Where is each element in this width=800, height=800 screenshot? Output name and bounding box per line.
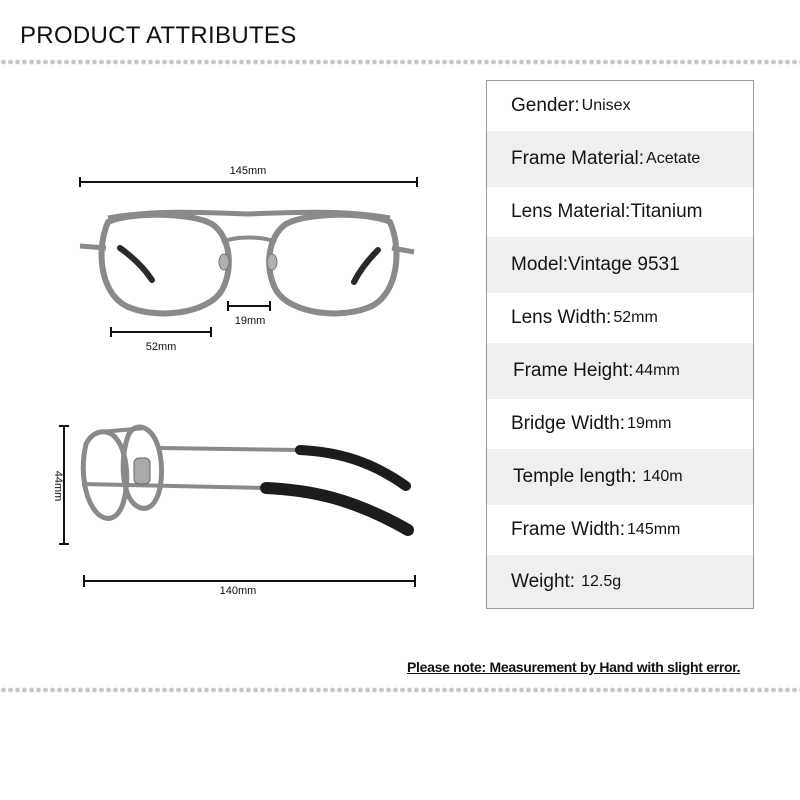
nose-pads-front — [218, 253, 278, 271]
front-width-label: 145mm — [230, 165, 267, 177]
spec-row-model: Model: Vintage 9531 — [487, 237, 753, 293]
nose-pad-side — [133, 457, 151, 485]
spec-label: Frame Height: — [513, 360, 634, 381]
spec-value: Unisex — [581, 97, 631, 114]
spec-value: 44mm — [635, 362, 680, 379]
spec-value: Acetate — [646, 150, 701, 167]
spec-table: Gender: Unisex Frame Material: Acetate L… — [486, 80, 754, 609]
front-width-dimension: 145mm — [79, 165, 418, 187]
bridge-dimension: 19mm — [227, 301, 271, 327]
spec-row-frame-material: Frame Material: Acetate — [487, 131, 753, 187]
height-dimension: 44mm — [52, 425, 69, 545]
spec-row-bridge-width: Bridge Width: 19mm — [487, 399, 753, 449]
spec-row-gender: Gender: Unisex — [487, 81, 753, 131]
spec-label: Frame Width: — [511, 519, 626, 540]
bridge-label: 19mm — [235, 315, 266, 327]
spec-value: 12.5g — [581, 572, 622, 590]
lens-width-label: 52mm — [146, 341, 177, 353]
spec-label: Temple length: — [513, 466, 637, 487]
dotted-divider-top — [0, 58, 800, 66]
spec-row-frame-height: Frame Height: 44mm — [487, 343, 753, 399]
glasses-front-view — [79, 209, 415, 317]
lens-width-dimension: 52mm — [110, 327, 212, 353]
temple-tips-front — [117, 245, 381, 285]
spec-label: Model: — [511, 254, 569, 275]
dotted-divider-bottom — [0, 686, 800, 694]
glasses-diagram: 145mm 19mm 52mm — [52, 165, 418, 597]
spec-value: 140m — [642, 468, 683, 485]
spec-value: Vintage 9531 — [568, 254, 680, 275]
spec-label: Lens Width: — [511, 307, 612, 328]
spec-row-lens-width: Lens Width: 52mm — [487, 293, 753, 343]
spec-row-weight: Weight: 12.5g — [487, 555, 753, 608]
spec-value: 19mm — [627, 415, 672, 432]
spec-label: Bridge Width: — [511, 413, 626, 434]
spec-label: Gender: — [511, 95, 580, 116]
spec-label: Lens Material: — [511, 201, 631, 222]
spec-row-temple-length: Temple length: 140m — [487, 449, 753, 505]
temple-tips-side — [260, 445, 414, 536]
temple-length-dimension: 140mm — [83, 575, 416, 597]
spec-row-lens-material: Lens Material: Titanium — [487, 187, 753, 237]
spec-value: 145mm — [627, 521, 681, 538]
measurement-note: Please note: Measurement by Hand with sl… — [407, 659, 741, 675]
temple-length-label: 140mm — [220, 585, 257, 597]
spec-value: 52mm — [613, 309, 658, 326]
glasses-side-view — [80, 424, 301, 521]
spec-label: Frame Material: — [511, 148, 645, 169]
spec-label: Weight: — [511, 570, 576, 592]
page-title: PRODUCT ATTRIBUTES — [20, 22, 297, 49]
spec-value: Titanium — [630, 201, 703, 222]
spec-row-frame-width: Frame Width: 145mm — [487, 505, 753, 555]
height-label: 44mm — [52, 471, 64, 502]
